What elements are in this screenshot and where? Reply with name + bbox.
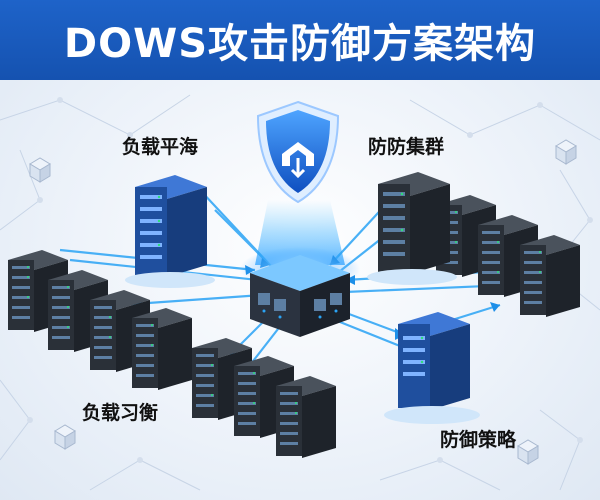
server-rack-icon	[520, 235, 580, 317]
load-balancer-server-top	[135, 175, 207, 277]
shield-icon	[256, 100, 340, 204]
right-server-row	[436, 195, 580, 317]
cube-icon	[517, 439, 539, 465]
node-label-load-balance-bottom: 负载习衡	[82, 402, 159, 424]
cube-icon	[29, 157, 51, 183]
defense-cluster-server	[378, 172, 450, 274]
server-base-glow	[384, 406, 480, 424]
cube-icon	[54, 424, 76, 450]
diagram-scene	[0, 94, 600, 491]
server-base-glow	[125, 272, 215, 288]
bottom-server-row	[192, 338, 336, 458]
left-server-row	[8, 250, 192, 390]
central-switch-icon	[240, 247, 360, 337]
cube-icon	[555, 139, 577, 165]
title-banner: DOWS攻击防御方案架构	[0, 0, 600, 80]
defense-strategy-server	[398, 312, 470, 410]
architecture-diagram: 负载平海 防防集群 负载习衡 防御策略	[0, 80, 600, 500]
node-label-defense-strategy: 防御策略	[440, 429, 517, 451]
server-rack-icon	[132, 308, 192, 390]
background-network-nodes	[27, 97, 593, 463]
page-title: DOWS攻击防御方案架构	[63, 21, 537, 67]
node-label-defense-cluster: 防防集群	[368, 136, 445, 158]
server-base-glow	[367, 269, 457, 285]
node-label-load-balance-top: 负载平海	[122, 136, 199, 158]
server-rack-icon	[276, 376, 336, 458]
